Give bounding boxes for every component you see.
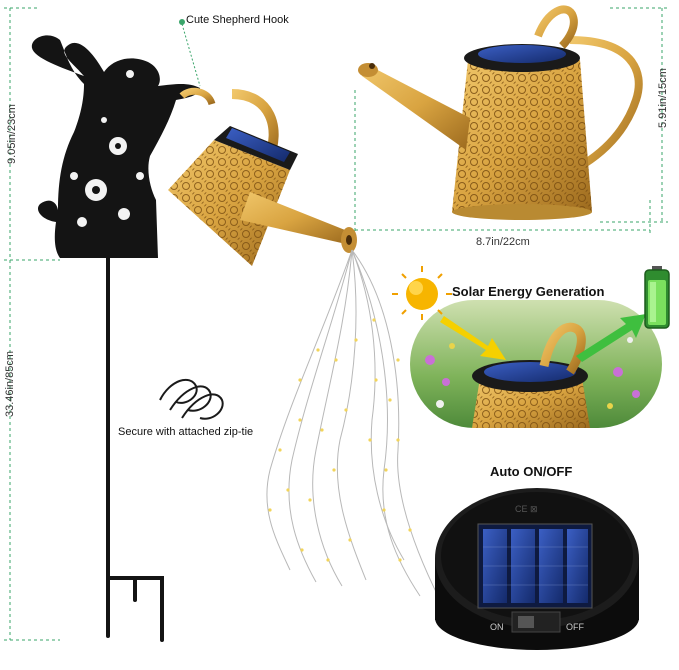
sunlight-arrow xyxy=(440,316,506,360)
battery-icon xyxy=(644,266,670,329)
height-top-label: 9.05in/23cm xyxy=(6,104,18,164)
energy-arrow xyxy=(576,314,646,362)
zip-tie-icon xyxy=(159,378,224,420)
hook-label: Cute Shepherd Hook xyxy=(186,14,289,26)
can-width-label: 8.7in/22cm xyxy=(476,236,530,248)
can-dimension-lines xyxy=(354,7,668,236)
solar-energy-scene xyxy=(410,300,662,428)
sun-icon xyxy=(392,266,452,320)
switch-on-label: ON xyxy=(490,622,504,632)
zip-tie-label: Secure with attached zip-tie xyxy=(118,426,254,438)
watering-can-side-view xyxy=(358,5,643,220)
solar-label: Solar Energy Generation xyxy=(452,284,605,299)
solar-panel-unit: CE ⊠ xyxy=(435,488,639,650)
rabbit-silhouette xyxy=(31,35,201,258)
switch-off-label: OFF xyxy=(566,622,584,632)
height-dimension-lines xyxy=(4,7,60,641)
held-watering-can xyxy=(168,87,357,266)
can-height-label: 5.91in/15cm xyxy=(657,68,669,128)
fairy-light-bulbs xyxy=(268,318,412,562)
garden-stake xyxy=(106,248,164,642)
hook-pointer-dot xyxy=(179,19,185,25)
hook-pointer-line xyxy=(181,23,201,87)
svg-text:CE ⊠: CE ⊠ xyxy=(515,504,538,514)
auto-label: Auto ON/OFF xyxy=(490,464,573,479)
height-bottom-label: 33.46in/85cm xyxy=(4,350,16,418)
